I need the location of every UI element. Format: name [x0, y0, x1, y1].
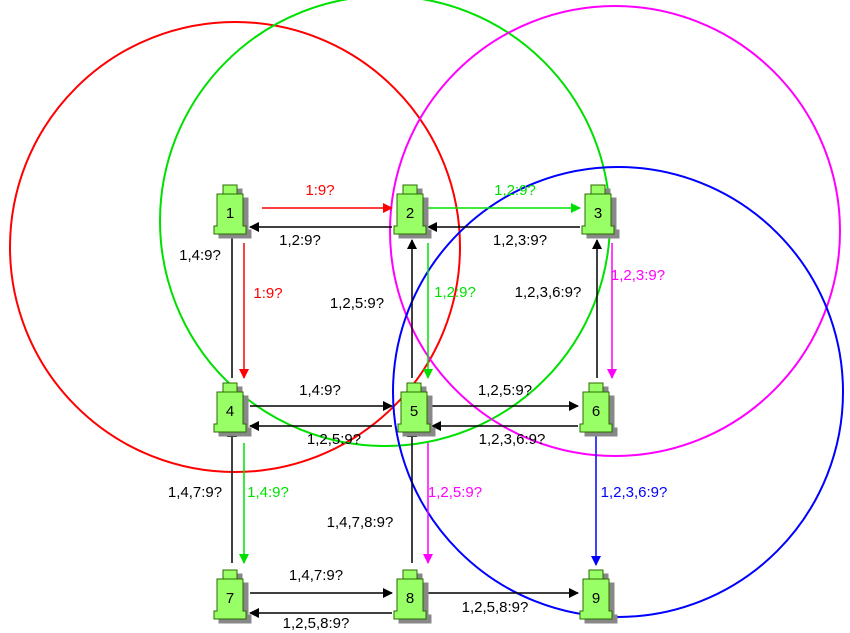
edge-label-4-to-1: 1,4:9? [179, 247, 221, 264]
node-label: 7 [226, 590, 234, 607]
node-8[interactable]: 8 [393, 569, 432, 624]
edge-label-2-to-5: 1,2:9? [434, 284, 476, 301]
edge-label-5-to-2: 1,2,5:9? [330, 295, 384, 312]
edge-label-5-to-6: 1,2,5:9? [478, 382, 532, 399]
edge-label-6-to-5: 1,2,3,6:9? [479, 431, 546, 448]
edge-label-4-to-5: 1,4:9? [299, 382, 341, 399]
node-4[interactable]: 4 [213, 382, 252, 437]
edge-label-5-to-8: 1,2,5:9? [428, 484, 482, 501]
edge-label-6-to-3: 1,2,3,6:9? [515, 284, 582, 301]
node-label: 3 [594, 205, 602, 222]
node-label: 5 [410, 403, 418, 420]
node-weight-icon [397, 382, 431, 433]
node-3[interactable]: 3 [581, 184, 620, 239]
node-weight-icon [579, 382, 613, 433]
edge-label-5-to-4: 1,2,5:9? [307, 431, 361, 448]
node-label: 1 [226, 205, 234, 222]
range-circles [9, 0, 844, 618]
edge-label-1-to-4: 1:9? [253, 285, 282, 302]
edge-label-8-to-9: 1,2,5,8:9? [462, 599, 529, 616]
node-7[interactable]: 7 [213, 569, 252, 624]
node-2[interactable]: 2 [393, 184, 432, 239]
edge-label-3-to-2: 1,2,3:9? [493, 232, 547, 249]
edge-label-2-to-1: 1,2:9? [279, 232, 321, 249]
node-weight-icon [393, 569, 427, 620]
node-1[interactable]: 1 [213, 184, 252, 239]
blue-range-circle [392, 166, 844, 618]
node-9[interactable]: 9 [579, 569, 618, 624]
node-weight-icon [581, 184, 615, 235]
edge-label-3-to-6: 1,2,3:9? [611, 267, 665, 284]
red-range-circle [9, 21, 461, 473]
node-weight-icon [213, 382, 247, 433]
node-6[interactable]: 6 [579, 382, 618, 437]
node-weight-icon [393, 184, 427, 235]
node-label: 9 [592, 590, 600, 607]
node-weight-icon [213, 184, 247, 235]
edge-label-8-to-5: 1,4,7,8:9? [327, 514, 394, 531]
edge-label-1-to-2: 1:9? [305, 182, 334, 199]
node-label: 6 [592, 403, 600, 420]
edge-label-7-to-8: 1,4,7:9? [289, 567, 343, 584]
edge-label-6-to-9: 1,2,3,6:9? [601, 484, 668, 501]
edge-labels: 1:9? 1,2:9? 1,2:9? 1,2,3:9? 1:9? 1,4:9? 1,2:9?… [168, 182, 667, 632]
edge-label-7-to-4: 1,4,7:9? [168, 484, 222, 501]
node-label: 8 [406, 590, 414, 607]
magenta-range-circle [389, 5, 841, 457]
node-5[interactable]: 5 [397, 382, 436, 437]
nodes: 1 2 3 4 5 6 7 8 9 [213, 184, 620, 624]
node-label: 4 [226, 403, 234, 420]
edge-label-8-to-7: 1,2,5,8:9? [283, 615, 350, 632]
edge-label-2-to-3: 1,2:9? [494, 182, 536, 199]
edge-label-4-to-7: 1,4:9? [247, 484, 289, 501]
node-weight-icon [213, 569, 247, 620]
node-weight-icon [579, 569, 613, 620]
edges [227, 203, 617, 618]
node-label: 2 [406, 205, 414, 222]
